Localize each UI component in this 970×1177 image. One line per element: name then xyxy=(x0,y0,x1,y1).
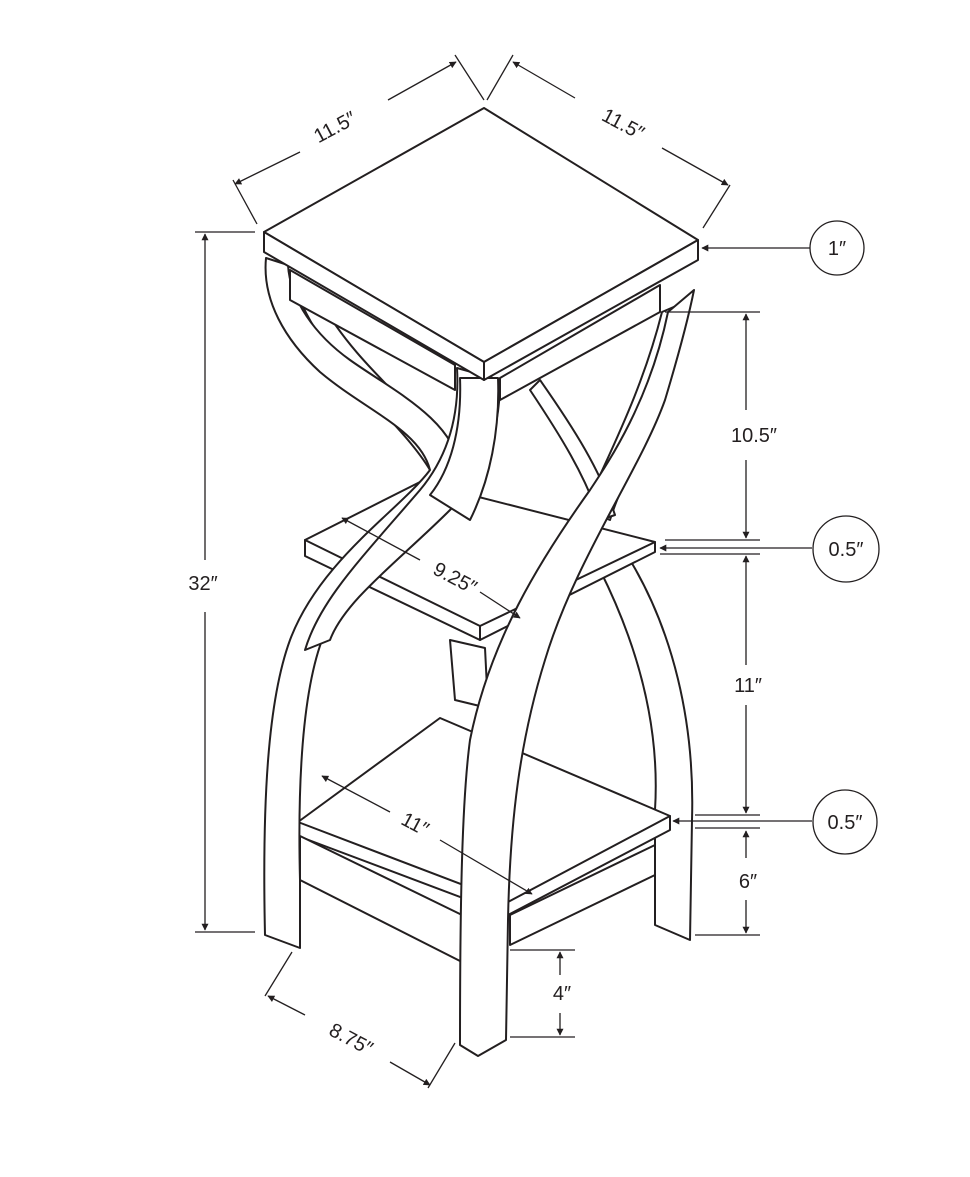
dim-base-depth: 8.75″ xyxy=(264,951,456,1089)
dim-bottom-shelf-thickness: 0.5″ xyxy=(672,789,878,855)
dim-middle-shelf-thickness: 0.5″ xyxy=(659,515,880,583)
callout-circle-top-thickness xyxy=(809,220,865,276)
label-bottom-shelf-thickness: 0.5″ xyxy=(828,812,863,834)
lower-back-right-leg xyxy=(599,559,694,941)
callout-circle-middle-shelf-thickness xyxy=(812,515,880,583)
dim-overall-height: 32″ xyxy=(188,231,255,933)
table-illustration xyxy=(263,107,699,1057)
dim-top-thickness: 1″ xyxy=(701,220,865,276)
label-top-to-middle-shelf: 10.5″ xyxy=(731,425,777,447)
dim-apron-clearance: 4″ xyxy=(510,949,575,1038)
label-overall-height: 32″ xyxy=(188,573,217,595)
front-center-leg xyxy=(429,377,500,521)
top-apron-right xyxy=(499,284,661,401)
label-middle-shelf-thickness: 0.5″ xyxy=(829,539,864,561)
dim-top-to-middle-shelf: 10.5″ xyxy=(665,311,777,541)
table-top xyxy=(263,107,699,401)
dim-middle-to-bottom-shelf: 11″ xyxy=(734,555,762,814)
front-left-leg xyxy=(263,257,461,949)
label-middle-to-bottom-shelf: 11″ xyxy=(734,675,762,697)
callout-circle-bottom-shelf-thickness xyxy=(812,789,878,855)
label-bottom-shelf-height: 6″ xyxy=(739,871,757,893)
label-top-width-right: 11.5″ xyxy=(598,105,648,145)
label-top-width-left: 11.5″ xyxy=(310,108,360,148)
label-apron-clearance: 4″ xyxy=(553,983,571,1005)
top-apron-left xyxy=(289,269,456,391)
front-right-curved-leg xyxy=(459,289,695,1057)
label-base-depth: 8.75″ xyxy=(325,1019,376,1060)
label-top-thickness: 1″ xyxy=(828,238,846,260)
dim-bottom-shelf-height: 6″ xyxy=(695,830,760,936)
